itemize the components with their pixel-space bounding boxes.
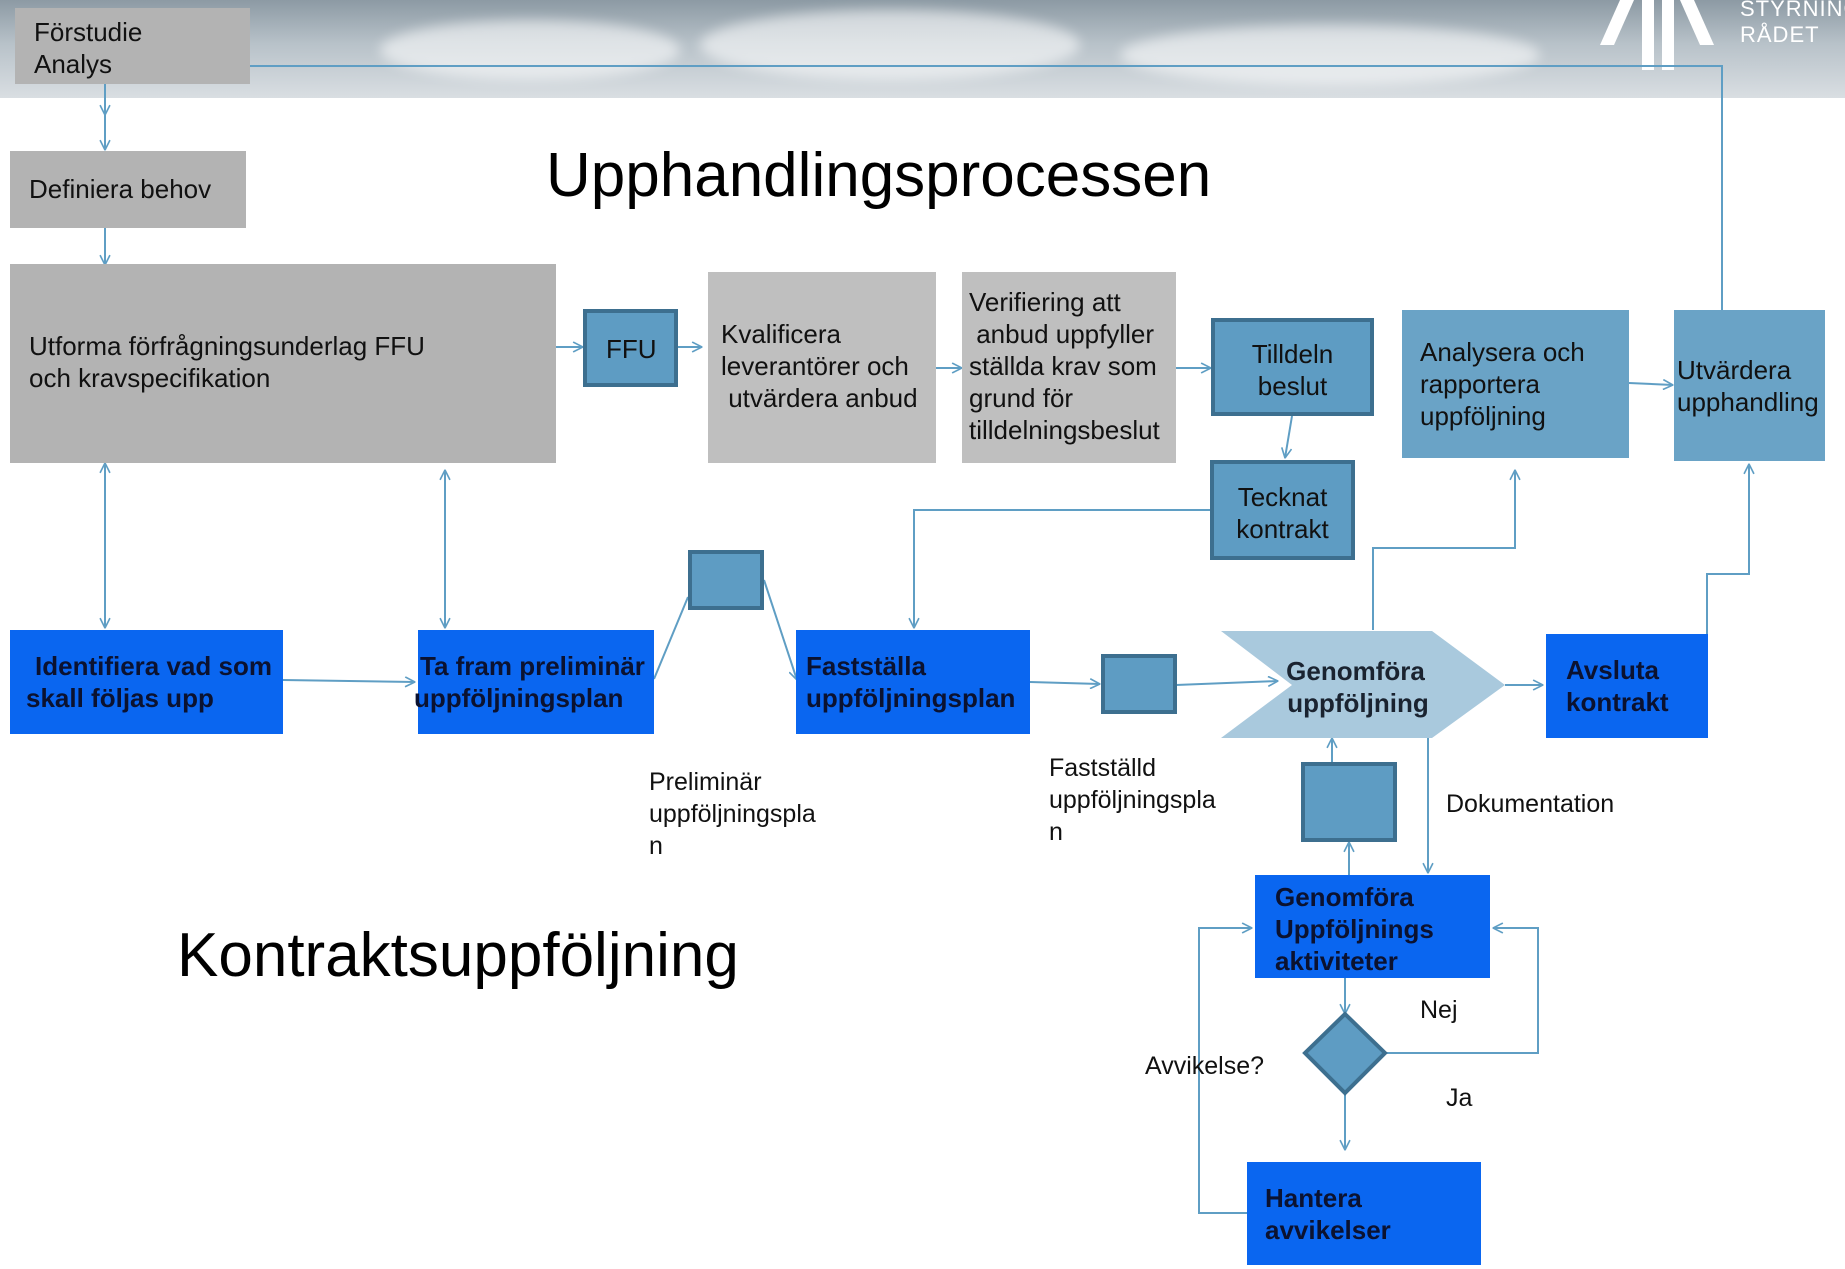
definiera-label: Definiera behov — [29, 174, 212, 204]
nej-label: Nej — [1420, 996, 1458, 1024]
arrow-nej-loop — [1385, 928, 1539, 1054]
utvardera-line-1: Utvärdera — [1677, 355, 1792, 385]
tilldeln-line-1: Tilldeln — [1251, 339, 1334, 369]
genomfora-uppfoljning-label: Genomföra uppföljning — [1221, 655, 1505, 738]
logo-text: STYRNING RÅDET — [1740, 0, 1845, 48]
arrow-identifiera-tafram — [282, 680, 415, 682]
identifiera-line-2: skall följas upp — [26, 683, 214, 713]
analysera-box: Analysera och rapportera uppföljning — [1402, 310, 1629, 458]
arrow-tilldeln-tecknat — [1285, 415, 1293, 458]
avvikelse-question-label: Avvikelse? — [1145, 1052, 1265, 1080]
genomfora-line-2: uppföljning — [1287, 688, 1429, 718]
arrow-hantera-loop — [1198, 928, 1252, 1214]
hantera-line-2: avvikelser — [1265, 1215, 1391, 1245]
tecknat-line-1: Tecknat — [1237, 482, 1328, 512]
logo-line-2: RÅDET — [1740, 22, 1820, 47]
definiera-behov-box: Definiera behov — [10, 151, 246, 228]
verifiering-line-3: ställda krav som — [969, 351, 1157, 381]
kvalificera-line-2: leverantörer och — [721, 351, 909, 381]
dokumentation-square — [1301, 762, 1397, 842]
ffu-label: FFU — [606, 334, 657, 364]
forstudie-line-2: Analys — [34, 49, 113, 79]
prelim-doc-label: Preliminär uppföljningspla n — [649, 766, 816, 862]
dokumentation-label: Dokumentation — [1446, 790, 1615, 818]
aktiviteter-line-3: aktiviteter — [1275, 946, 1398, 976]
verifiering-line-5: tilldelningsbeslut — [969, 415, 1160, 445]
main-title: Upphandlingsprocessen — [546, 141, 1212, 210]
verifiering-line-4: grund för — [969, 383, 1074, 413]
arrow-analysera-utvardera — [1628, 383, 1673, 385]
ffu-box: FFU — [583, 309, 678, 387]
analysera-line-2: rapportera — [1420, 369, 1540, 399]
genomfora-chevron — [1221, 631, 1505, 738]
identifiera-line-1: Identifiera vad som — [35, 651, 272, 681]
utvardera-line-2: upphandling — [1677, 387, 1819, 417]
fastst-doc-square — [1101, 654, 1177, 714]
arrow-fastst-genomfora — [1175, 681, 1278, 685]
tecknat-line-2: kontrakt — [1236, 514, 1329, 544]
faststalla-line-1: Fastställa — [806, 651, 926, 681]
prelim-doc-line-3: n — [649, 832, 663, 860]
arrow-tafram-prelim — [653, 596, 689, 680]
aktiviteter-line-1: Genomföra — [1275, 882, 1414, 912]
forstudie-line-1: Förstudie — [34, 17, 143, 47]
analysera-line-3: uppföljning — [1420, 401, 1546, 431]
arrow-avsluta-utvardera — [1706, 464, 1749, 636]
arrow-prelim-faststalla — [763, 579, 797, 680]
utforma-line-2: och kravspecifikation — [29, 363, 271, 393]
forstudie-box: Förstudie Analys — [15, 8, 250, 84]
analysera-line-1: Analysera och — [1420, 337, 1585, 367]
faststalla-box: Fastställa uppföljningsplan — [796, 630, 1030, 734]
prelim-doc-line-2: uppföljningspla — [649, 800, 816, 828]
hantera-line-1: Hantera — [1265, 1183, 1362, 1213]
ta-fram-box: Ta fram preliminär uppföljningsplan — [414, 630, 654, 734]
tecknat-kontrakt-box: Tecknat kontrakt — [1210, 460, 1355, 560]
arrow-faststalla-fastst — [1029, 682, 1100, 684]
subtitle-kontraktsuppfoljning: Kontraktsuppföljning — [177, 921, 739, 990]
logo-line-1: STYRNING — [1740, 0, 1845, 21]
avsluta-line-2: kontrakt — [1566, 687, 1669, 717]
faststalla-line-2: uppföljningsplan — [806, 683, 1016, 713]
avsluta-line-1: Avsluta — [1566, 655, 1659, 685]
ja-label: Ja — [1446, 1084, 1473, 1112]
kvalificera-line-1: Kvalificera — [721, 319, 841, 349]
arrow-genomfora-analysera — [1372, 470, 1515, 630]
fastst-doc-line-2: uppföljningspla — [1049, 786, 1216, 814]
genomfora-line-1: Genomföra — [1286, 656, 1425, 686]
tafram-line-2: uppföljningsplan — [414, 683, 624, 713]
verifiering-line-2: anbud uppfyller — [969, 319, 1155, 349]
tafram-line-1: Ta fram preliminär — [420, 651, 645, 681]
avvikelse-diamond — [1302, 1011, 1388, 1096]
kvalificera-box: Kvalificera leverantörer och utvärdera a… — [708, 272, 936, 463]
prelim-doc-square — [688, 550, 764, 610]
tilldeln-beslut-box: Tilldeln beslut — [1211, 318, 1374, 416]
tilldeln-line-2: beslut — [1257, 371, 1328, 401]
genomfora-aktiviteter-box: Genomföra Uppföljnings aktiviteter — [1255, 875, 1490, 978]
logo-mark-icon — [1600, 0, 1714, 70]
arrow-tecknat-faststalla — [914, 509, 1210, 628]
utforma-line-1: Utforma förfrågningsunderlag FFU — [29, 331, 425, 361]
verifiering-box: Verifiering att anbud uppfyller ställda … — [962, 272, 1176, 463]
kvalificera-line-3: utvärdera anbud — [721, 383, 918, 413]
prelim-doc-line-1: Preliminär — [649, 768, 762, 796]
hantera-avvikelser-box: Hantera avvikelser — [1247, 1162, 1481, 1265]
utforma-ffu-box: Utforma förfrågningsunderlag FFU och kra… — [10, 264, 556, 463]
fastst-doc-line-3: n — [1049, 818, 1063, 846]
header-cloud-background — [0, 0, 1845, 98]
utvardera-upphandling-box: Utvärdera upphandling — [1674, 310, 1825, 461]
avsluta-kontrakt-box: Avsluta kontrakt — [1546, 634, 1708, 738]
loop-utvardera-forstudie — [105, 65, 1723, 312]
aktiviteter-line-2: Uppföljnings — [1275, 914, 1434, 944]
fastst-doc-label: Fastställd uppföljningspla n — [1049, 752, 1216, 848]
identifiera-box: Identifiera vad som skall följas upp — [10, 630, 283, 734]
verifiering-line-1: Verifiering att — [969, 287, 1121, 317]
fastst-doc-line-1: Fastställd — [1049, 754, 1156, 782]
